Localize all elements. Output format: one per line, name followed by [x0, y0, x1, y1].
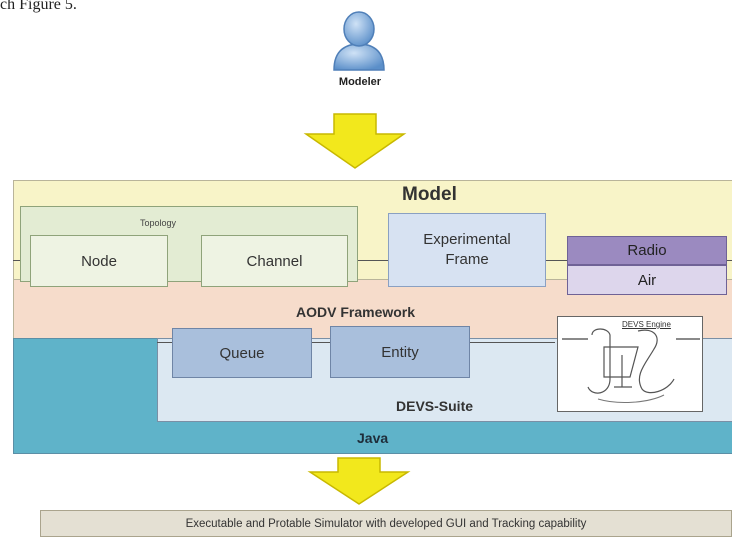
devs-engine-box: [557, 316, 703, 412]
down-arrow-bottom: [304, 456, 414, 506]
output-simulator-bar: Executable and Protable Simulator with d…: [40, 510, 732, 537]
java-label: Java: [357, 430, 389, 446]
radio-box: Radio: [567, 236, 727, 265]
caption-fragment: ch Figure 5.: [0, 0, 77, 13]
queue-box: Queue: [172, 328, 312, 378]
air-box: Air: [567, 265, 727, 295]
user-icon: [330, 10, 388, 72]
devs-engine-label: DEVS Engine: [622, 320, 671, 329]
entity-box: Entity: [330, 326, 470, 378]
devs-suite-label: DEVS-Suite: [396, 398, 474, 414]
channel-box: Channel: [201, 235, 348, 287]
modeler-label: Modeler: [338, 76, 382, 88]
experimental-frame-box: Experimental Frame: [388, 213, 546, 287]
node-box: Node: [30, 235, 168, 287]
topology-label: Topology: [140, 218, 177, 228]
model-connector-line: [13, 260, 732, 261]
aodv-framework-label: AODV Framework: [296, 304, 416, 320]
down-arrow-top: [300, 112, 410, 170]
model-title: Model: [402, 184, 457, 205]
